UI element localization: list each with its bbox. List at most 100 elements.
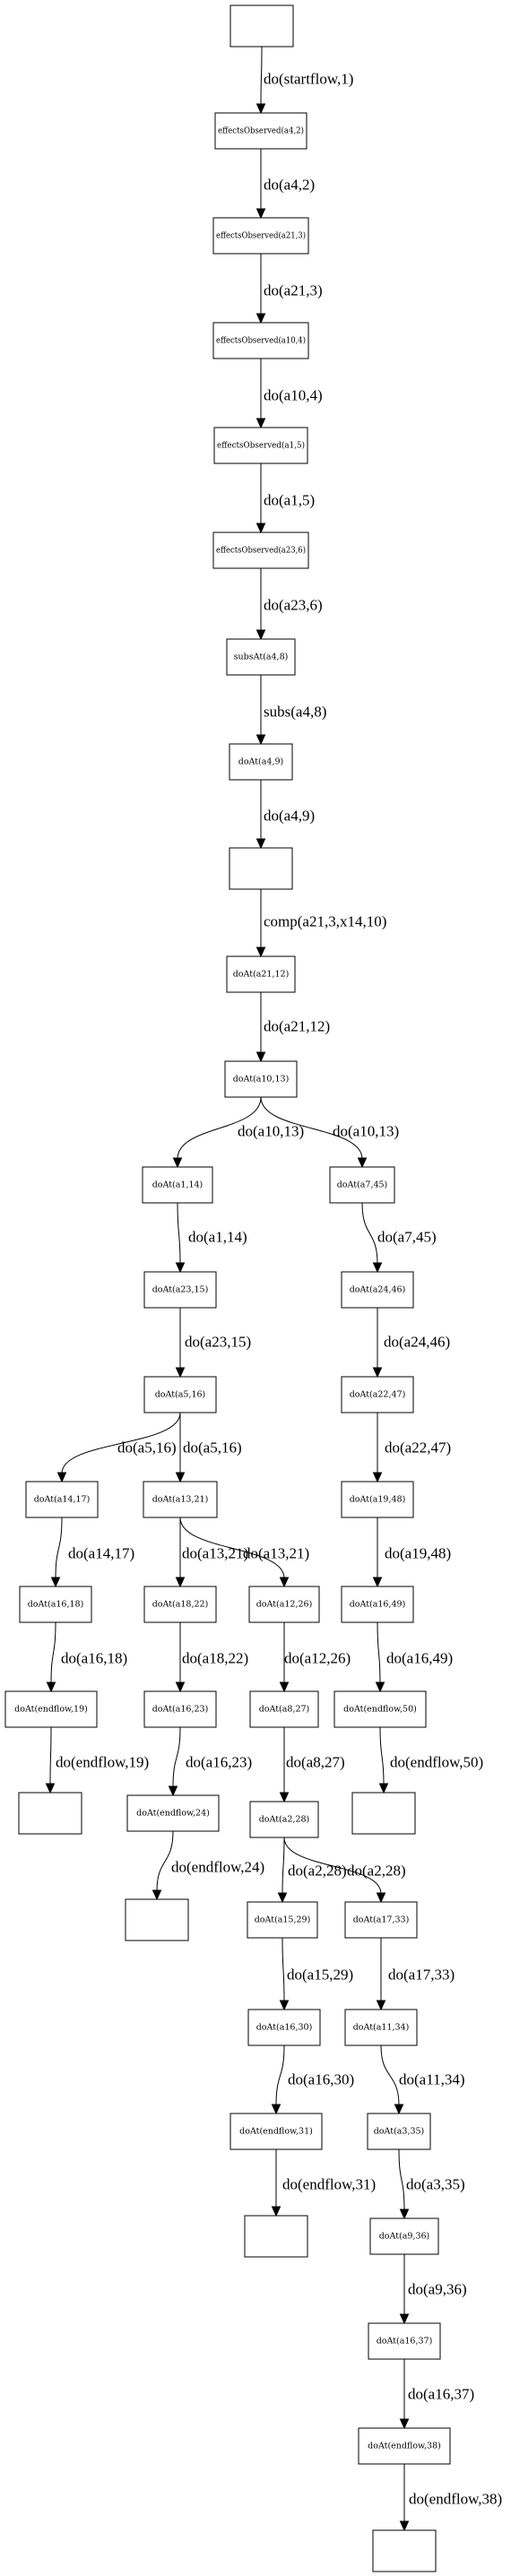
node-box — [126, 1794, 220, 1832]
edge-line — [49, 1726, 52, 1785]
node-label: doAt(endflow,38) — [368, 2442, 441, 2451]
arrowhead — [46, 1681, 56, 1693]
node-box — [341, 1481, 414, 1518]
arrowhead — [372, 1367, 383, 1379]
edge: do(a3,35) — [398, 2148, 465, 2220]
node-box — [226, 955, 296, 993]
empty-state-node — [372, 2529, 437, 2572]
edge: do(a10,4) — [256, 359, 323, 429]
arrowhead — [256, 208, 266, 220]
edge-label: do(a1,14) — [188, 1229, 247, 1246]
edge: do(a13,21) — [179, 1517, 309, 1588]
state-node: doAt(a24,46) — [341, 1271, 414, 1309]
node-label: effectsObserved(a1,5) — [217, 441, 305, 451]
arrowhead — [271, 2104, 281, 2115]
node-box — [247, 2009, 321, 2046]
node-box — [143, 1586, 217, 1623]
node-label: doAt(a22,47) — [350, 1390, 406, 1400]
edge-label: do(a22,47) — [385, 1439, 451, 1457]
arrowhead — [279, 2000, 290, 2011]
node-box — [244, 2215, 308, 2258]
edge-label: do(a4,9) — [264, 808, 315, 825]
edge-label: do(a2,28) — [347, 1863, 406, 1880]
arrowhead — [279, 1577, 290, 1588]
state-node: doAt(a22,47) — [341, 1376, 414, 1413]
edge-label: do(a12,26) — [284, 1650, 351, 1667]
state-node: doAt(a13,21) — [143, 1481, 218, 1518]
edge-line — [156, 1830, 174, 1892]
state-node: doAt(a2,28) — [249, 1801, 319, 1838]
edge-line — [55, 1517, 63, 1579]
edge: do(a4,2) — [256, 149, 315, 220]
edge-label: do(endflow,24) — [171, 1859, 264, 1876]
edge: do(a11,34) — [380, 2044, 465, 2115]
state-node: doAt(a16,30) — [247, 2009, 321, 2046]
edge-label: do(endflow,31) — [282, 2176, 376, 2193]
empty-state-node — [125, 1898, 189, 1941]
node-box — [142, 1166, 213, 1204]
edge-line — [260, 46, 263, 106]
node-box — [25, 1481, 99, 1518]
arrowhead — [256, 313, 266, 324]
state-node: effectsObserved(a23,6) — [212, 532, 309, 569]
arrowhead — [375, 1681, 385, 1693]
node-label: doAt(a15,29) — [255, 1915, 311, 1925]
state-node: doAt(a10,13) — [224, 1060, 298, 1098]
node-box — [229, 847, 293, 890]
node-label: doAt(endflow,31) — [239, 2127, 313, 2137]
state-node: effectsObserved(a1,5) — [213, 427, 308, 464]
arrowhead — [399, 2209, 410, 2220]
arrowhead — [277, 1892, 288, 1904]
arrowhead — [256, 947, 266, 958]
node-label: doAt(a7,45) — [337, 1180, 388, 1190]
edge-label: do(a10,4) — [264, 387, 323, 404]
edge-label: do(a8,27) — [286, 1754, 345, 1771]
edge-label: do(startflow,1) — [264, 71, 353, 88]
node-box — [351, 1792, 416, 1835]
node-box — [372, 2529, 437, 2572]
node-box — [344, 2009, 418, 2046]
node-box — [249, 1801, 319, 1838]
state-node: doAt(a18,22) — [143, 1586, 217, 1623]
node-box — [143, 1271, 217, 1309]
arrowhead — [376, 1892, 386, 1904]
edge-label: do(a19,48) — [385, 1545, 451, 1562]
arrowhead — [256, 103, 266, 115]
edge: do(a2,28) — [277, 1837, 347, 1904]
empty-state-node — [18, 1792, 82, 1835]
state-node: doAt(endflow,24) — [126, 1794, 220, 1832]
node-label: doAt(endflow,24) — [136, 1809, 210, 1819]
state-node: doAt(a4,9) — [229, 743, 293, 781]
node-box — [368, 2322, 441, 2360]
edge-label: do(a23,6) — [264, 597, 323, 614]
node-label: doAt(a16,30) — [256, 2023, 313, 2033]
node-box — [369, 2217, 439, 2255]
node-box — [341, 1586, 414, 1623]
edge-line — [361, 1202, 378, 1265]
edge-line — [283, 1837, 382, 1895]
arrowhead — [256, 734, 266, 746]
arrowhead — [372, 1472, 383, 1483]
edge: do(a17,33) — [376, 1938, 455, 2011]
node-label: doAt(a16,37) — [377, 2337, 433, 2347]
state-node: doAt(a23,15) — [143, 1271, 217, 1309]
state-node: doAt(a8,27) — [249, 1690, 319, 1728]
state-node: doAt(a3,35) — [367, 2113, 431, 2150]
edge: do(a22,47) — [372, 1413, 451, 1483]
arrowhead — [399, 2520, 410, 2532]
node-label: doAt(a10,13) — [233, 1075, 290, 1085]
node-box — [230, 4, 294, 48]
node-box — [247, 1901, 318, 1939]
edge-label: do(a23,15) — [185, 1334, 251, 1351]
edge: do(a16,30) — [271, 2044, 354, 2115]
node-box — [344, 1901, 418, 1939]
edge-line — [379, 1726, 385, 1785]
edge-line — [172, 1726, 181, 1788]
node-label: effectsObserved(a21,3) — [216, 231, 306, 241]
edge: do(a2,28) — [283, 1837, 406, 1904]
edge: do(a16,37) — [399, 2359, 474, 2430]
node-label: doAt(a11,34) — [353, 2023, 410, 2033]
state-node: doAt(a16,49) — [341, 1586, 414, 1623]
state-node: doAt(a1,14) — [142, 1166, 213, 1204]
